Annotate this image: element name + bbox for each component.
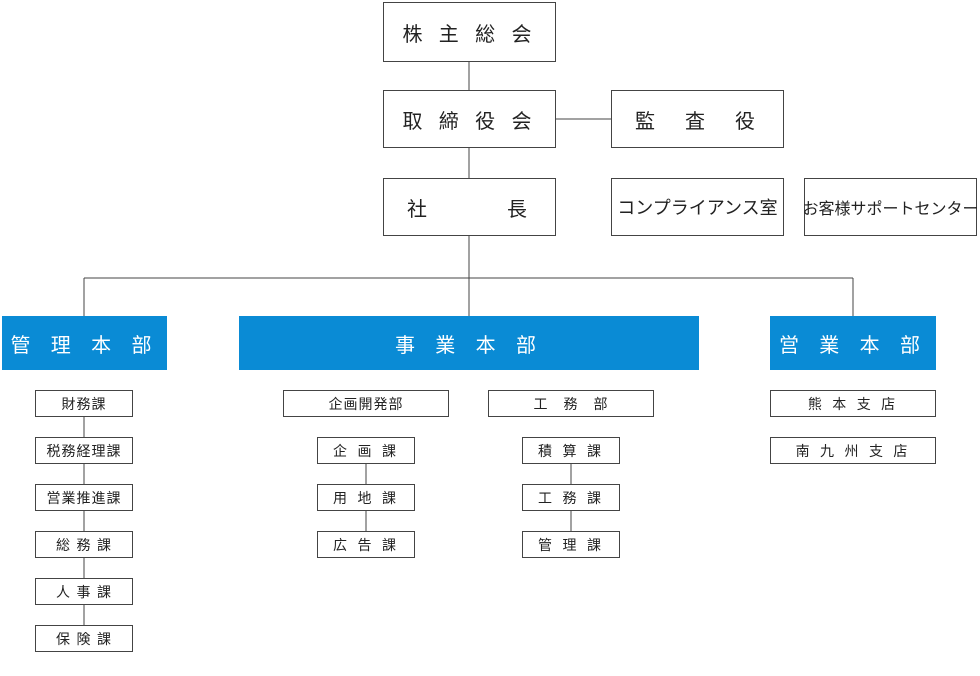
insurance-section-box: 保 険 課 bbox=[35, 625, 133, 652]
tax-accounting-section-box: 税務経理課 bbox=[35, 437, 133, 464]
management-section-box: 管 理 課 bbox=[522, 531, 620, 558]
board-of-directors-box: 取 締 役 会 bbox=[383, 90, 556, 148]
customer-support-center-box: お客様サポートセンター bbox=[803, 178, 979, 236]
planning-section-box: 企 画 課 bbox=[317, 437, 415, 464]
admin-hq-box: 管 理 本 部 bbox=[2, 316, 167, 370]
compliance-office-box: コンプライアンス室 bbox=[611, 178, 784, 236]
land-section-box: 用 地 課 bbox=[317, 484, 415, 511]
business-hq-box: 事 業 本 部 bbox=[239, 316, 699, 370]
finance-section-box: 財務課 bbox=[35, 390, 133, 417]
estimation-section-box: 積 算 課 bbox=[522, 437, 620, 464]
sales-hq-box: 営 業 本 部 bbox=[770, 316, 936, 370]
sales-promotion-section-box: 営業推進課 bbox=[35, 484, 133, 511]
planning-development-dept-box: 企画開発部 bbox=[283, 390, 449, 417]
construction-section-box: 工 務 課 bbox=[522, 484, 620, 511]
south-kyushu-branch-box: 南 九 州 支 店 bbox=[770, 437, 936, 464]
president-box: 社 長 bbox=[383, 178, 556, 236]
general-affairs-section-box: 総 務 課 bbox=[35, 531, 133, 558]
advertising-section-box: 広 告 課 bbox=[317, 531, 415, 558]
auditor-box: 監 査 役 bbox=[611, 90, 784, 148]
construction-dept-box: 工 務 部 bbox=[488, 390, 654, 417]
kumamoto-branch-box: 熊 本 支 店 bbox=[770, 390, 936, 417]
human-resources-section-box: 人 事 課 bbox=[35, 578, 133, 605]
shareholders-meeting-box: 株 主 総 会 bbox=[383, 2, 556, 62]
